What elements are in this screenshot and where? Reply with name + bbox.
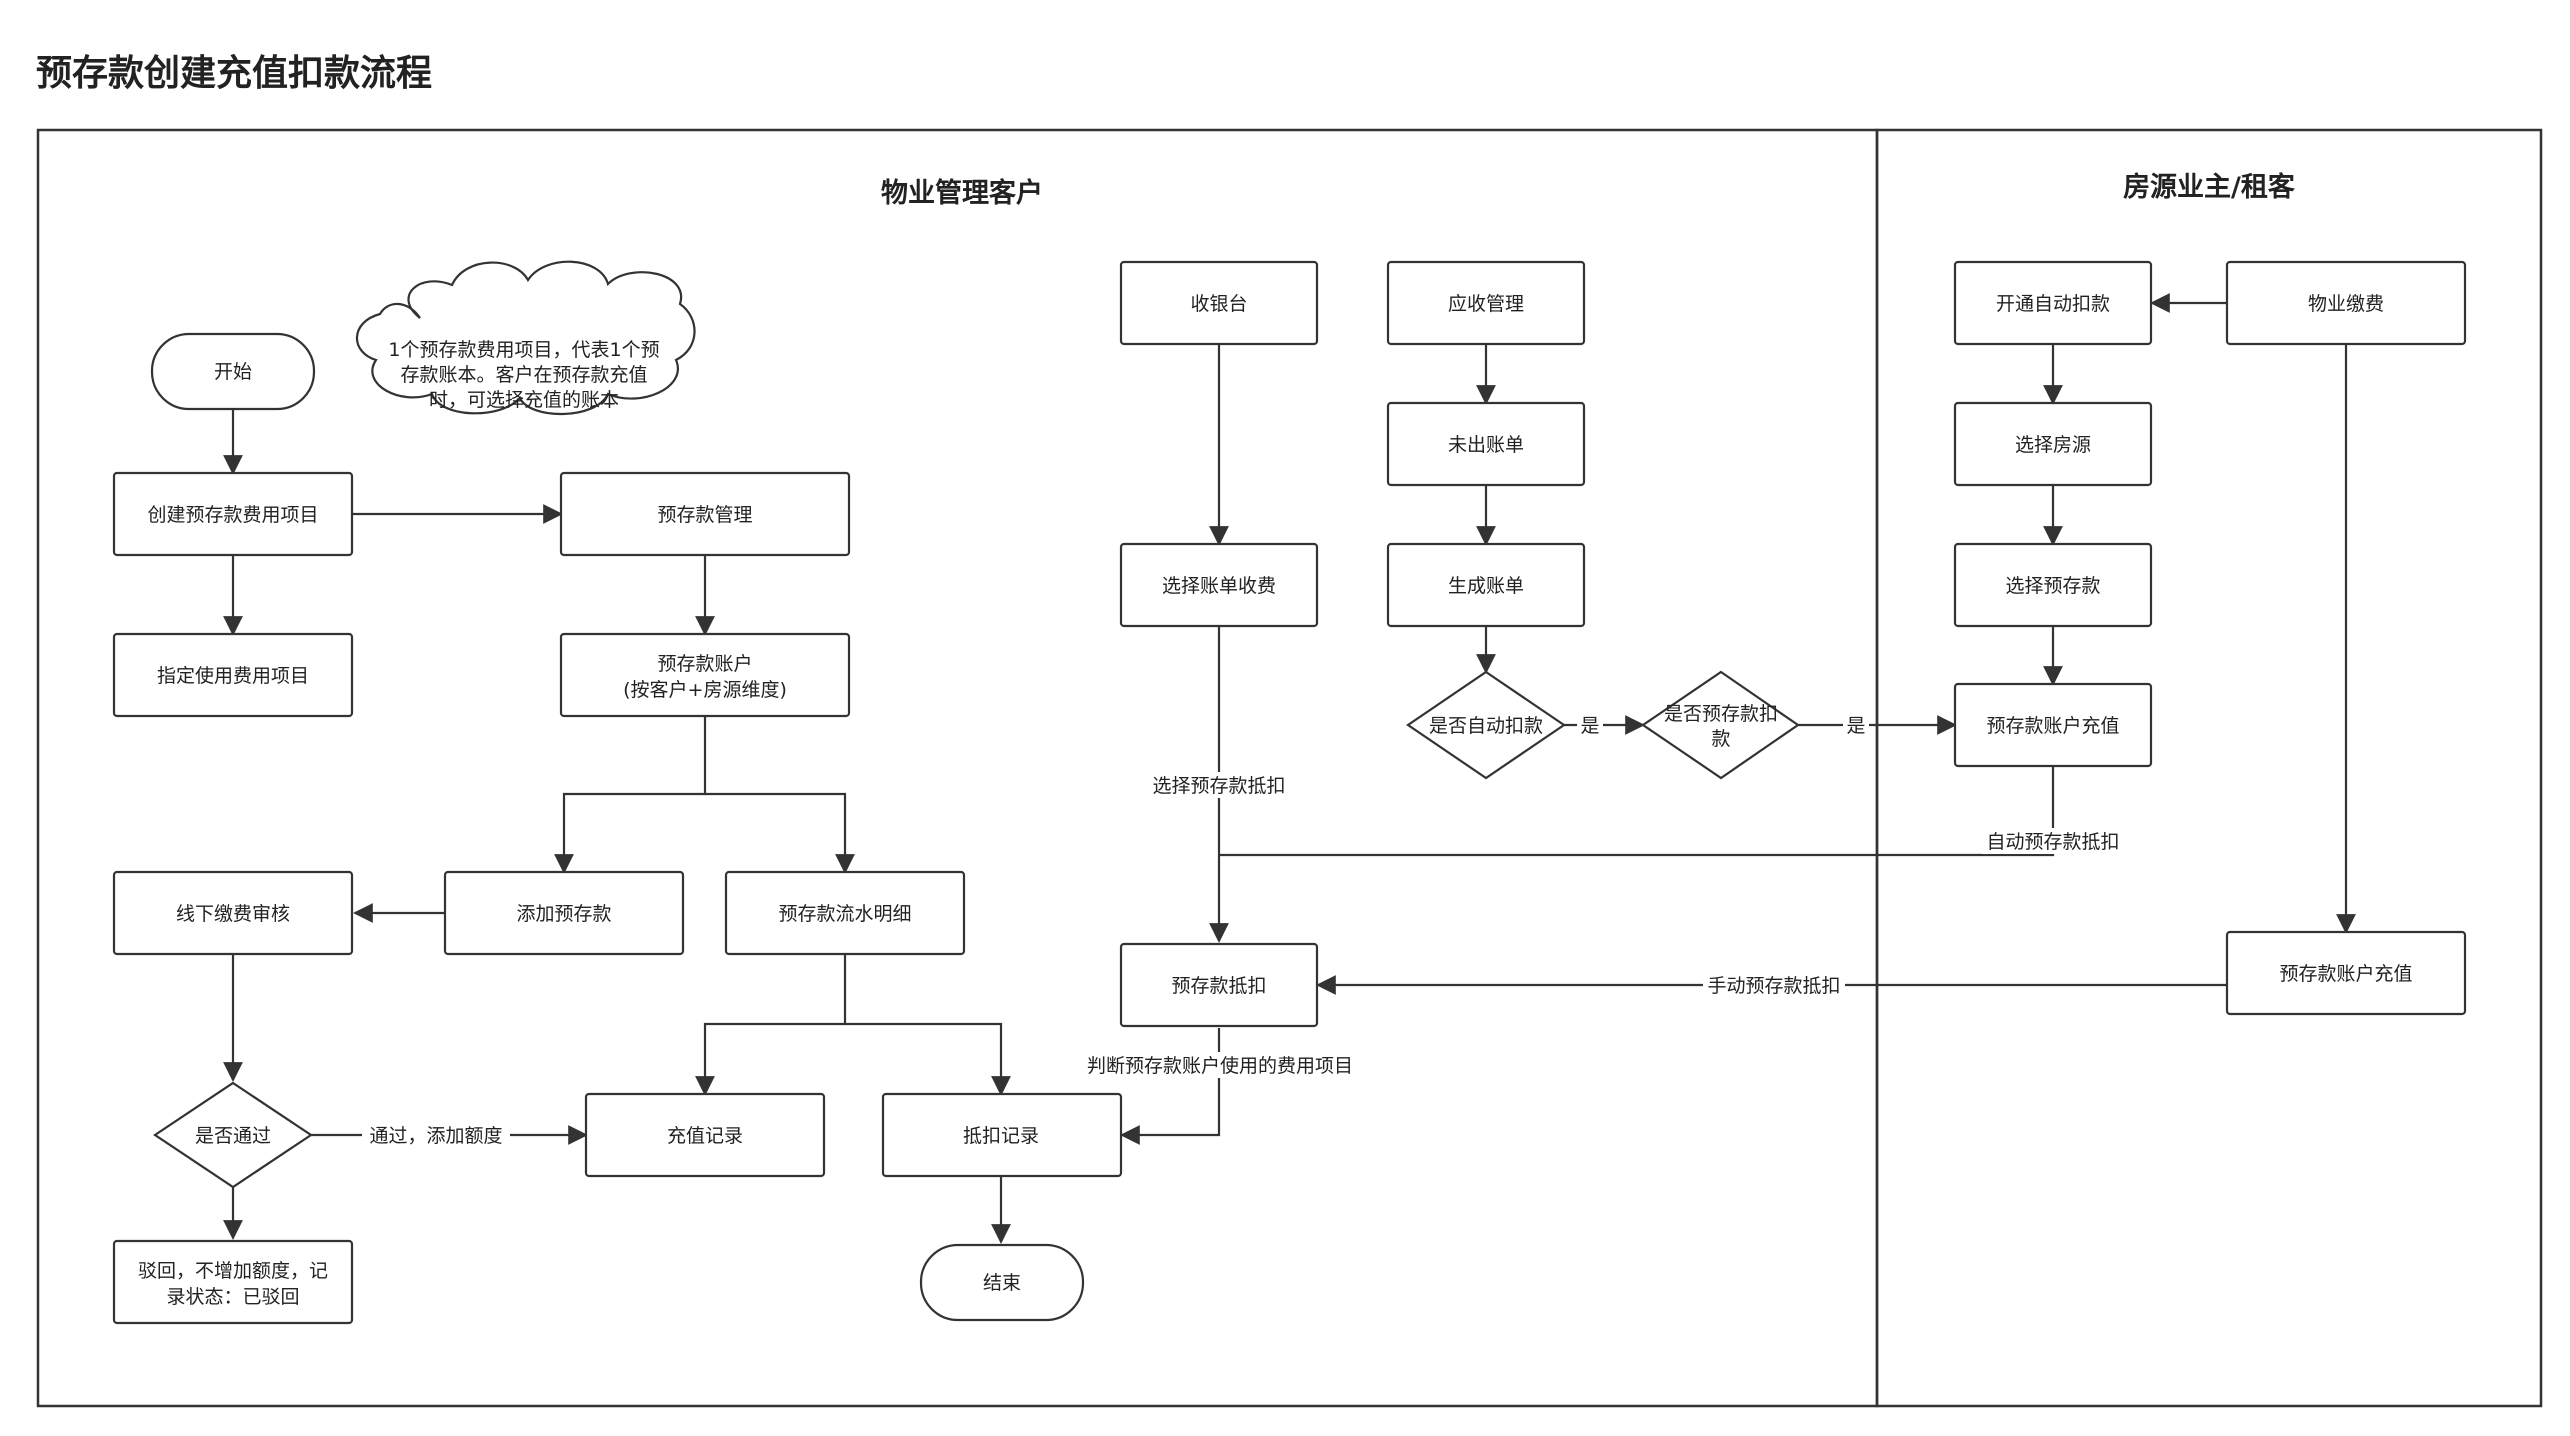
edge-account-split — [554, 716, 707, 874]
node-labels: 开始 1个预存款费用项目，代表1个预 存款账本。客户在预存款充值 时，可选择充值… — [138, 293, 2413, 1308]
label-note-line-2: 存款账本。客户在预存款充值 — [400, 364, 647, 386]
label-select-house: 选择房源 — [2015, 434, 2091, 456]
node-deduct-record — [881, 1092, 1123, 1178]
node-prepay-account — [559, 632, 851, 718]
nodes — [112, 260, 2467, 1325]
edge-label-bg — [1843, 712, 1869, 738]
edge-label-yes-1: 是 — [1580, 715, 1599, 737]
label-cashier: 收银台 — [1190, 293, 1247, 315]
diagram-title: 预存款创建充值扣款流程 — [36, 53, 433, 94]
edge-label-judge-fee-item: 判断预存款账户使用的费用项目 — [1087, 1055, 1353, 1077]
node-account-recharge-2 — [2225, 930, 2467, 1016]
node-assign-fee-item — [112, 632, 354, 718]
label-is-auto-deduct: 是否自动扣款 — [1429, 715, 1543, 737]
label-add-prepay: 添加预存款 — [516, 903, 611, 925]
label-deduct-record: 抵扣记录 — [963, 1125, 1039, 1147]
edge-recharge1-auto-deduct — [1219, 766, 2055, 857]
label-rejected-line-1: 驳回，不增加额度，记 — [138, 1260, 328, 1282]
label-is-approved: 是否通过 — [195, 1125, 271, 1147]
label-select-prepay: 选择预存款 — [2005, 575, 2100, 597]
label-unissued-bill: 未出账单 — [1448, 434, 1524, 456]
edge-label-auto-prepay-deduct: 自动预存款抵扣 — [1986, 831, 2119, 853]
edge-account-split-2 — [705, 792, 855, 874]
label-enable-auto-deduct: 开通自动扣款 — [1996, 293, 2110, 315]
edge-labels: 通过，添加额度 是 是 选择预存款抵扣 自动预存款抵扣 手动预存款抵扣 判断预存… — [362, 712, 2124, 1148]
edge-label-select-prepay-deduct: 选择预存款抵扣 — [1152, 775, 1285, 797]
edge-detail-split-2 — [845, 1022, 1011, 1096]
label-offline-review: 线下缴费审核 — [176, 903, 290, 925]
node-prepay-flow-detail — [724, 870, 966, 956]
node-generate-bill — [1386, 542, 1586, 628]
edge-label-yes-2: 是 — [1846, 715, 1865, 737]
lane-left-title: 物业管理客户 — [881, 177, 1043, 209]
edge-label-bg — [1577, 712, 1603, 738]
label-prepay-account-line-2: (按客户+房源维度) — [623, 679, 787, 701]
label-is-prepay-deduct-line-2: 款 — [1711, 728, 1730, 750]
node-prepay-deduct — [1119, 942, 1319, 1028]
node-add-prepay — [443, 870, 685, 956]
label-account-recharge-2: 预存款账户充值 — [2279, 963, 2412, 985]
node-note-cloud — [355, 260, 696, 416]
node-end — [919, 1243, 1085, 1322]
node-start — [150, 332, 316, 411]
node-create-fee-item — [112, 471, 354, 557]
edge-label-approved: 通过，添加额度 — [369, 1125, 502, 1147]
node-rejected — [112, 1239, 354, 1325]
label-recharge-record: 充值记录 — [667, 1125, 743, 1147]
label-end: 结束 — [983, 1272, 1021, 1294]
edge-label-bg — [1084, 1052, 1356, 1078]
label-prepay-account-line-1: 预存款账户 — [657, 653, 752, 675]
node-enable-auto-deduct — [1953, 260, 2153, 346]
label-note-line-1: 1个预存款费用项目，代表1个预 — [388, 339, 659, 361]
node-unissued-bill — [1386, 401, 1586, 487]
node-property-payment — [2225, 260, 2467, 346]
label-prepay-flow-detail: 预存款流水明细 — [778, 903, 911, 925]
edge-label-bg — [362, 1122, 510, 1148]
lane-right-border — [1875, 128, 2543, 1408]
node-is-approved — [153, 1081, 313, 1189]
label-is-prepay-deduct-line-1: 是否预存款扣 — [1664, 703, 1778, 725]
node-offline-review — [112, 870, 354, 956]
label-prepay-deduct: 预存款抵扣 — [1171, 975, 1266, 997]
lane-left-border — [36, 128, 1879, 1408]
edge-label-bg — [1982, 828, 2124, 854]
label-prepay-mgmt: 预存款管理 — [657, 504, 752, 526]
edge-label-bg — [1147, 772, 1291, 798]
label-property-payment: 物业缴费 — [2308, 293, 2384, 315]
node-prepay-mgmt — [559, 471, 851, 557]
edge-detail-split — [695, 954, 847, 1096]
edge-label-bg — [1703, 972, 1845, 998]
edge-label-manual-prepay-deduct: 手动预存款抵扣 — [1707, 975, 1840, 997]
node-cashier — [1119, 260, 1319, 346]
node-receivable-mgmt — [1386, 260, 1586, 346]
label-note-line-3: 时，可选择充值的账本 — [429, 389, 619, 411]
edge-deduct-record — [1120, 1028, 1221, 1145]
node-account-recharge-1 — [1953, 682, 2153, 768]
label-assign-fee-item: 指定使用费用项目 — [157, 665, 309, 687]
node-is-auto-deduct — [1406, 670, 1566, 780]
label-account-recharge-1: 预存款账户充值 — [1986, 715, 2119, 737]
label-create-fee-item: 创建预存款费用项目 — [147, 504, 318, 526]
label-receivable-mgmt: 应收管理 — [1448, 293, 1524, 315]
lane-right-title: 房源业主/租客 — [2123, 171, 2296, 203]
node-select-bill-charge — [1119, 542, 1319, 628]
label-start: 开始 — [214, 361, 252, 383]
node-select-prepay — [1953, 542, 2153, 628]
node-select-house — [1953, 401, 2153, 487]
node-recharge-record — [584, 1092, 826, 1178]
label-select-bill-charge: 选择账单收费 — [1162, 575, 1276, 597]
label-rejected-line-2: 录状态：已驳回 — [166, 1286, 299, 1308]
label-generate-bill: 生成账单 — [1448, 575, 1524, 597]
node-is-prepay-deduct — [1641, 670, 1800, 780]
